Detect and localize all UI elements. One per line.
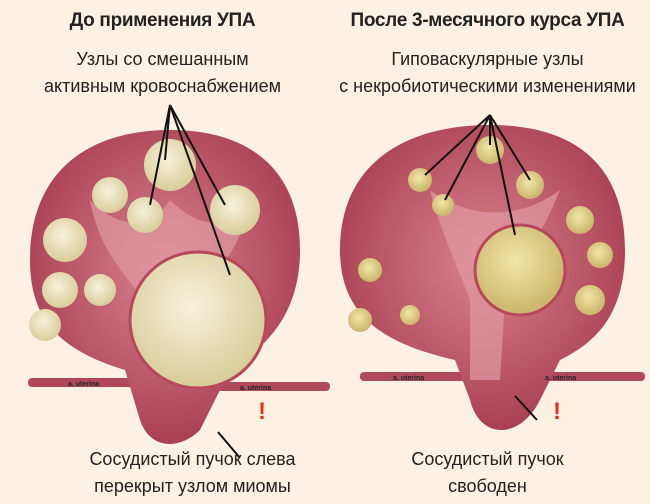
node-large xyxy=(128,250,268,390)
right-caption-line2: свободен xyxy=(448,476,527,496)
node xyxy=(358,258,382,282)
left-title: До применения УПА xyxy=(69,10,256,31)
right-subtitle-line2: с некробиотическими изменениями xyxy=(339,76,636,96)
node xyxy=(210,185,260,235)
node xyxy=(144,139,196,191)
node xyxy=(566,206,594,234)
left-subtitle-line2: активным кровоснабжением xyxy=(44,76,281,96)
artery-label: a. uterina xyxy=(240,385,271,392)
node xyxy=(348,308,372,332)
node xyxy=(432,194,454,216)
node xyxy=(127,197,163,233)
node xyxy=(29,309,61,341)
left-artery-right xyxy=(190,382,330,391)
left-uterus: a. uterina a. uterina xyxy=(28,104,330,459)
node xyxy=(400,305,420,325)
right-uterus: a. uterina a. uterina xyxy=(340,114,645,430)
artery-label: a. uterina xyxy=(68,381,99,388)
node xyxy=(476,136,504,164)
right-subtitle-line1: Гиповаскулярные узлы xyxy=(391,49,584,69)
left-caption-line2: перекрыт узлом миомы xyxy=(94,476,291,496)
node xyxy=(575,285,605,315)
right-caption-line1: Сосудистый пучок xyxy=(411,449,564,469)
warning-icon: ! xyxy=(553,398,561,425)
node xyxy=(42,272,78,308)
left-subtitle-line1: Узлы со смешанным xyxy=(76,49,249,69)
node xyxy=(516,171,544,199)
artery-label: a. uterina xyxy=(393,375,424,382)
left-caption-line1: Сосудистый пучок слева xyxy=(89,449,296,469)
node xyxy=(92,177,128,213)
left-subtitle: Узлы со смешанным активным кровоснабжени… xyxy=(0,46,325,100)
node xyxy=(587,242,613,268)
warning-icon: ! xyxy=(258,398,266,425)
right-title: После 3-месячного курса УПА xyxy=(350,10,625,31)
right-subtitle: Гиповаскулярные узлы с некробиотическими… xyxy=(325,46,650,100)
left-artery-left xyxy=(28,378,143,387)
artery-label: a. uterina xyxy=(545,375,576,382)
node-large xyxy=(473,223,567,317)
left-caption: Сосудистый пучок слева перекрыт узлом ми… xyxy=(30,446,355,500)
right-caption: Сосудистый пучок свободен xyxy=(325,446,650,500)
node xyxy=(43,218,87,262)
node xyxy=(84,274,116,306)
right-artery-left xyxy=(360,372,470,381)
